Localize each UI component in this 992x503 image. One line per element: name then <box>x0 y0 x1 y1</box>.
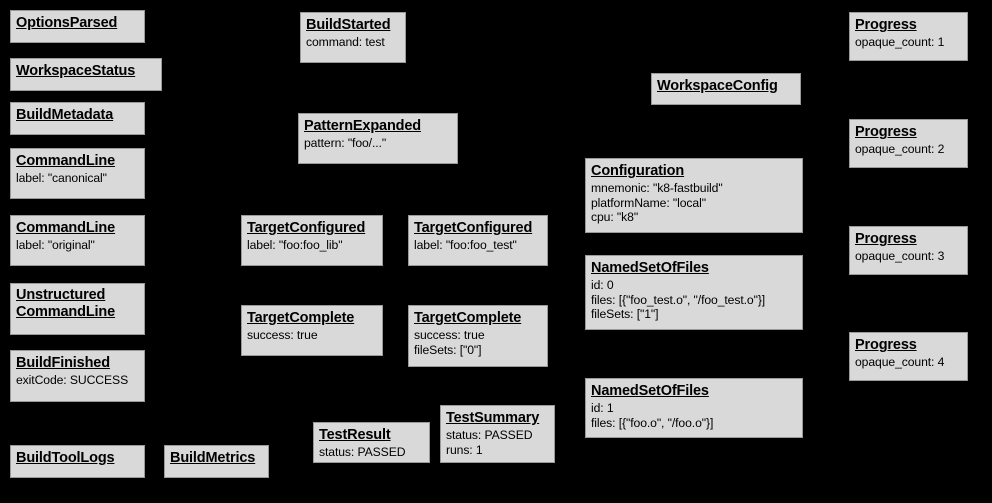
event-node-title: NamedSetOfFiles <box>591 383 709 399</box>
event-node-workspace-config[interactable]: WorkspaceConfig <box>651 73 801 105</box>
event-node-fields: label: "canonical" <box>16 171 139 185</box>
event-node-field: label: "foo:foo_lib" <box>247 238 343 253</box>
event-node-field: id: 1 <box>591 401 614 416</box>
event-node-field: runs: 1 <box>446 442 483 457</box>
event-node-test-result[interactable]: TestResult status: PASSED <box>313 422 430 463</box>
event-node-fields: pattern: "foo/..." <box>304 136 452 150</box>
event-node-field: files: [{"foo.o", "/foo.o"}] <box>591 415 714 430</box>
event-node-title: WorkspaceStatus <box>16 63 136 79</box>
event-node-build-tool-logs[interactable]: BuildToolLogs <box>10 445 145 478</box>
event-node-title: Progress <box>855 231 917 247</box>
event-node-field: files: [{"foo_test.o", "/foo_test.o"}] <box>591 292 766 307</box>
event-node-field: opaque_count: 2 <box>855 142 945 157</box>
event-node-title: WorkspaceConfig <box>657 78 778 94</box>
event-node-progress-2[interactable]: Progress opaque_count: 2 <box>849 119 968 168</box>
event-node-fields: opaque_count: 1 <box>855 35 962 49</box>
event-node-title: TestResult <box>319 427 391 443</box>
event-node-field: label: "foo:foo_test" <box>414 238 517 253</box>
event-node-title: NamedSetOfFiles <box>591 260 709 276</box>
event-node-field: opaque_count: 4 <box>855 355 945 370</box>
event-node-field: success: true <box>247 328 318 343</box>
event-node-build-finished[interactable]: BuildFinished exitCode: SUCCESS <box>10 350 145 402</box>
event-node-field: label: "original" <box>16 238 95 253</box>
event-node-title: BuildMetrics <box>170 450 256 466</box>
event-node-fields: mnemonic: "k8-fastbuild"platformName: "l… <box>591 181 797 224</box>
event-node-build-metadata[interactable]: BuildMetadata <box>10 102 145 135</box>
event-node-title: TargetComplete <box>414 310 522 326</box>
event-node-build-started[interactable]: BuildStarted command: test <box>300 12 406 63</box>
event-node-fields: label: "foo:foo_lib" <box>247 238 377 252</box>
event-node-title: TargetComplete <box>247 310 355 326</box>
event-node-progress-3[interactable]: Progress opaque_count: 3 <box>849 226 968 275</box>
event-node-target-configured-foo-test[interactable]: TargetConfigured label: "foo:foo_test" <box>408 215 548 266</box>
event-node-fields: command: test <box>306 35 400 49</box>
event-node-title: Configuration <box>591 163 685 179</box>
event-node-target-complete-foo-lib[interactable]: TargetComplete success: true <box>241 305 383 356</box>
event-node-title: BuildStarted <box>306 17 391 33</box>
event-node-fields: label: "foo:foo_test" <box>414 238 542 252</box>
event-node-field: pattern: "foo/..." <box>304 136 387 151</box>
event-node-title: Progress <box>855 124 917 140</box>
event-node-title: CommandLine <box>16 220 116 236</box>
event-node-fields: label: "original" <box>16 238 139 252</box>
event-node-title: BuildFinished <box>16 355 110 371</box>
event-node-progress-4[interactable]: Progress opaque_count: 4 <box>849 332 968 381</box>
event-node-title: Progress <box>855 337 917 353</box>
event-node-title: Progress <box>855 17 917 33</box>
event-node-command-line-canonical[interactable]: CommandLine label: "canonical" <box>10 148 145 199</box>
event-node-field: status: PASSED <box>319 445 406 460</box>
event-node-field: success: true <box>414 328 485 343</box>
event-node-field: exitCode: SUCCESS <box>16 373 129 388</box>
event-node-title: Unstructured CommandLine <box>16 287 116 321</box>
event-node-field: fileSets: ["0"] <box>414 342 482 357</box>
event-node-fields: status: PASSED <box>319 445 424 459</box>
event-node-workspace-status[interactable]: WorkspaceStatus <box>10 58 162 91</box>
event-node-title: TestSummary <box>446 410 540 426</box>
event-node-field: id: 0 <box>591 278 614 293</box>
event-node-field: label: "canonical" <box>16 171 107 186</box>
event-node-field: opaque_count: 3 <box>855 249 945 264</box>
event-node-fields: opaque_count: 2 <box>855 142 962 156</box>
event-node-field: mnemonic: "k8-fastbuild" <box>591 181 723 196</box>
event-node-field: command: test <box>306 35 385 50</box>
event-node-title: OptionsParsed <box>16 15 118 31</box>
event-node-title: BuildMetadata <box>16 107 114 123</box>
event-node-fields: exitCode: SUCCESS <box>16 373 139 387</box>
event-node-fields: opaque_count: 4 <box>855 355 962 369</box>
event-node-title: TargetConfigured <box>414 220 533 236</box>
event-node-command-line-original[interactable]: CommandLine label: "original" <box>10 215 145 266</box>
event-node-fields: success: true <box>247 328 377 342</box>
event-node-title: CommandLine <box>16 153 116 169</box>
event-node-title: PatternExpanded <box>304 118 421 134</box>
event-node-field: fileSets: ["1"] <box>591 306 659 321</box>
event-node-field: platformName: "local" <box>591 195 706 210</box>
event-node-build-metrics[interactable]: BuildMetrics <box>164 445 269 478</box>
event-node-pattern-expanded[interactable]: PatternExpanded pattern: "foo/..." <box>298 113 458 164</box>
event-node-options-parsed[interactable]: OptionsParsed <box>10 10 145 43</box>
event-node-fields: opaque_count: 3 <box>855 249 962 263</box>
event-node-title: TargetConfigured <box>247 220 366 236</box>
event-node-field: opaque_count: 1 <box>855 35 945 50</box>
event-node-configuration[interactable]: Configuration mnemonic: "k8-fastbuild"pla… <box>585 158 803 233</box>
event-node-field: status: PASSED <box>446 428 533 443</box>
event-node-unstructured-command-line[interactable]: Unstructured CommandLine <box>10 283 145 335</box>
event-node-field: cpu: "k8" <box>591 209 639 224</box>
event-node-title: BuildToolLogs <box>16 450 115 466</box>
event-node-progress-1[interactable]: Progress opaque_count: 1 <box>849 12 968 61</box>
event-node-target-configured-foo-lib[interactable]: TargetConfigured label: "foo:foo_lib" <box>241 215 383 266</box>
